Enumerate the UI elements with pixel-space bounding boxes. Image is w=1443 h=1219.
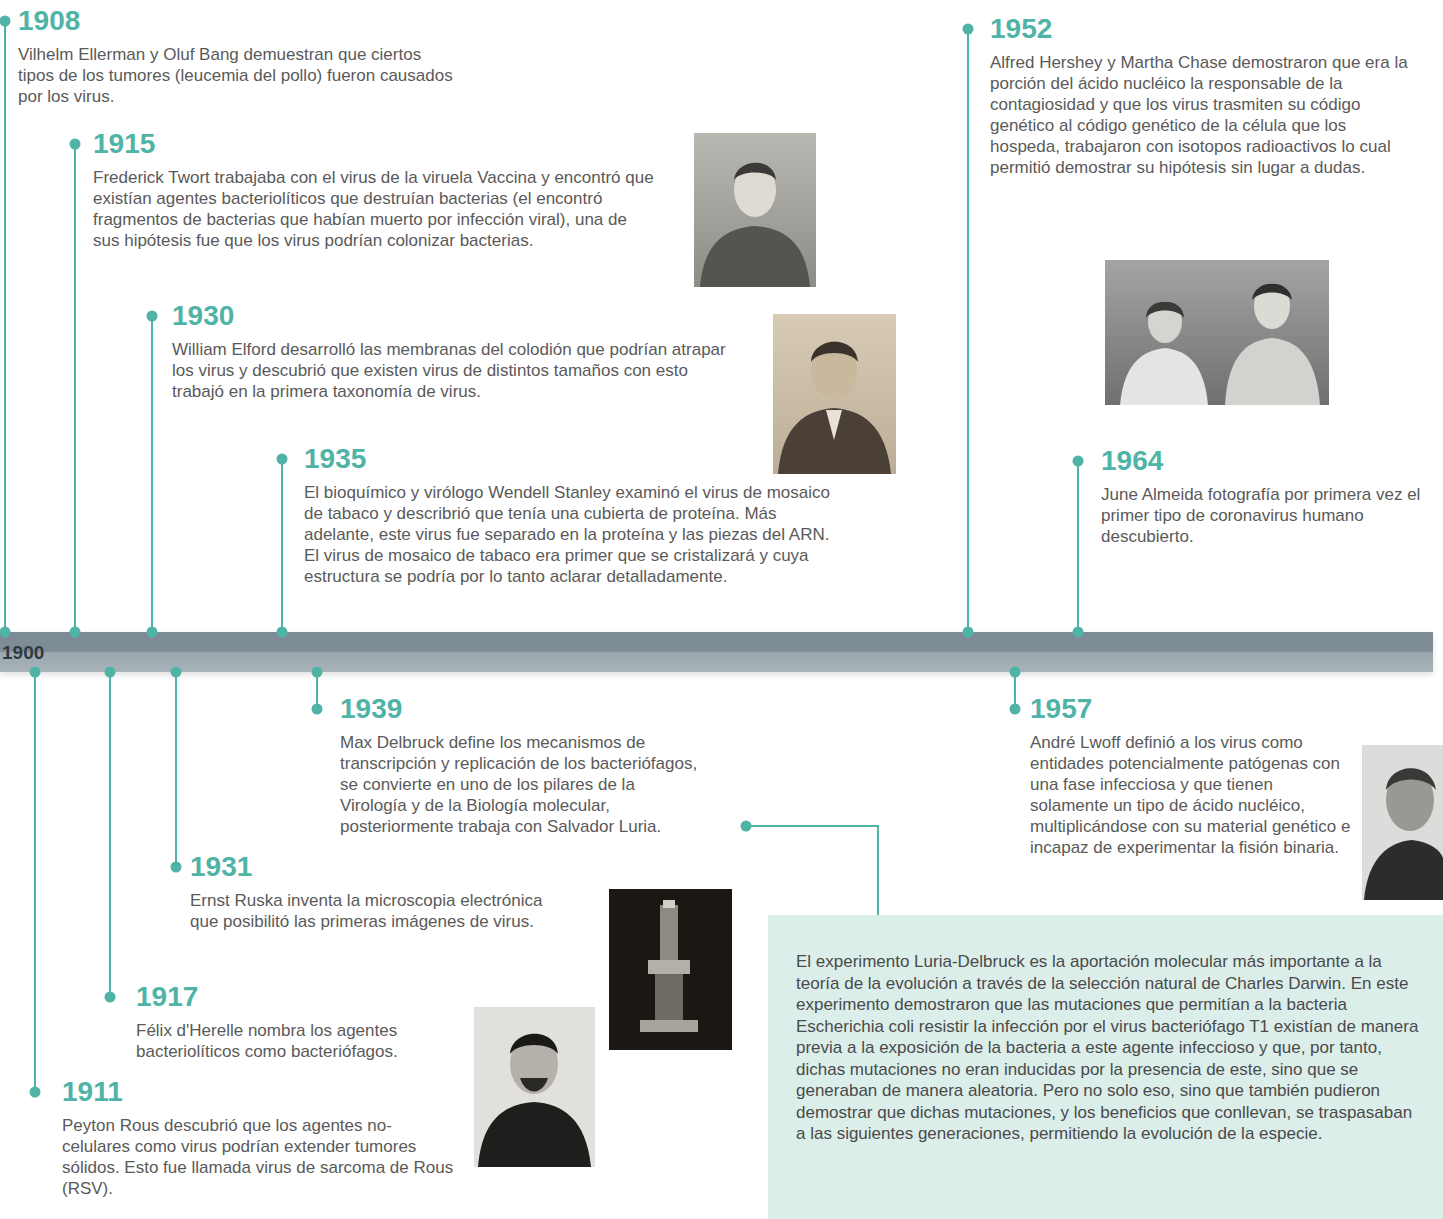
timeline-dot — [1073, 456, 1084, 467]
timeline-dot — [312, 704, 323, 715]
timeline-dot — [171, 667, 182, 678]
event-description: Peyton Rous descubrió que los agentes no… — [62, 1115, 457, 1199]
timeline-dot — [963, 627, 974, 638]
timeline-connector — [746, 826, 878, 915]
event-description: June Almeida fotografía por primera vez … — [1101, 484, 1431, 547]
timeline-dot — [70, 627, 81, 638]
event-description: Vilhelm Ellerman y Oluf Bang demuestran … — [18, 44, 458, 107]
timeline-dot — [312, 667, 323, 678]
portrait-photo — [474, 1007, 595, 1167]
portrait-photo — [1362, 745, 1443, 900]
timeline-dot — [277, 627, 288, 638]
timeline-connector — [1014, 672, 1016, 709]
timeline-event: 1915Frederick Twort trabajaba con el vir… — [75, 127, 658, 251]
event-description: El bioquímico y virólogo Wendell Stanley… — [304, 482, 844, 587]
portrait-photo — [1105, 260, 1329, 405]
event-year: 1930 — [172, 299, 727, 333]
event-year: 1917 — [136, 980, 466, 1014]
timeline-dot — [147, 627, 158, 638]
timeline-connector — [967, 29, 969, 632]
timeline-dot — [30, 1087, 41, 1098]
timeline-dot — [277, 454, 288, 465]
event-description: Frederick Twort trabajaba con el virus d… — [93, 167, 658, 251]
portrait-photo — [694, 133, 816, 287]
event-year: 1931 — [190, 850, 550, 884]
timeline-dot — [105, 992, 116, 1003]
event-year: 1915 — [93, 127, 658, 161]
timeline-dot — [0, 627, 11, 638]
timeline-event: 1917Félix d'Herelle nombra los agentes b… — [110, 980, 466, 1062]
timeline-connector — [316, 672, 318, 709]
event-year: 1911 — [62, 1075, 457, 1109]
timeline-event: 1911Peyton Rous descubrió que los agente… — [35, 1075, 457, 1199]
timeline-event: 1952Alfred Hershey y Martha Chase demost… — [968, 12, 1415, 178]
timeline-connector — [74, 144, 76, 632]
timeline-connector — [109, 672, 111, 997]
timeline-dot — [171, 862, 182, 873]
event-year: 1939 — [340, 692, 700, 726]
timeline-dot — [741, 821, 752, 832]
timeline-connector — [281, 459, 283, 632]
timeline-dot — [963, 24, 974, 35]
timeline-dot — [0, 16, 11, 27]
timeline-dot — [1073, 627, 1084, 638]
event-year: 1952 — [990, 12, 1415, 46]
timeline-event: 1931Ernst Ruska inventa la microscopia e… — [176, 850, 550, 932]
portrait-photo — [773, 314, 896, 474]
timeline-event: 1957André Lwoff definió a los virus como… — [1015, 692, 1355, 858]
timeline-dot — [105, 667, 116, 678]
microscope-photo — [609, 889, 732, 1050]
timeline-start-year: 1900 — [2, 643, 44, 663]
timeline-event: 1930William Elford desarrolló las membra… — [152, 299, 727, 402]
event-description: André Lwoff definió a los virus como ent… — [1030, 732, 1355, 858]
timeline-connector — [1077, 461, 1079, 632]
timeline-connector — [34, 672, 36, 1092]
event-description: Max Delbruck define los mecanismos de tr… — [340, 732, 700, 837]
timeline-event: 1935 El bioquímico y virólogo Wendell Sta… — [282, 442, 844, 587]
timeline-dot — [30, 667, 41, 678]
timeline-dot — [147, 311, 158, 322]
timeline-connector — [151, 316, 153, 632]
event-description: William Elford desarrolló las membranas … — [172, 339, 727, 402]
note-text: El experimento Luria-Delbruck es la apor… — [796, 951, 1419, 1145]
timeline-bar: 1900 — [0, 632, 1433, 672]
timeline-event: 1964June Almeida fotografía por primera … — [1078, 444, 1431, 547]
timeline-connector — [4, 21, 6, 632]
event-year: 1908 — [18, 4, 458, 38]
timeline-connector — [175, 672, 177, 867]
event-year: 1957 — [1030, 692, 1355, 726]
event-description: Alfred Hershey y Martha Chase demostraro… — [990, 52, 1415, 178]
timeline-event: 1939Max Delbruck define los mecanismos d… — [317, 692, 746, 837]
event-description: Ernst Ruska inventa la microscopia elect… — [190, 890, 550, 932]
timeline-dot — [1010, 704, 1021, 715]
timeline-dot — [70, 139, 81, 150]
event-year: 1964 — [1101, 444, 1431, 478]
event-description: Félix d'Herelle nombra los agentes bacte… — [136, 1020, 466, 1062]
note-box: El experimento Luria-Delbruck es la apor… — [768, 915, 1443, 1219]
timeline-dot — [1010, 667, 1021, 678]
timeline-event: 1908Vilhelm Ellerman y Oluf Bang demuest… — [5, 4, 458, 107]
event-year: 1935 — [304, 442, 844, 476]
